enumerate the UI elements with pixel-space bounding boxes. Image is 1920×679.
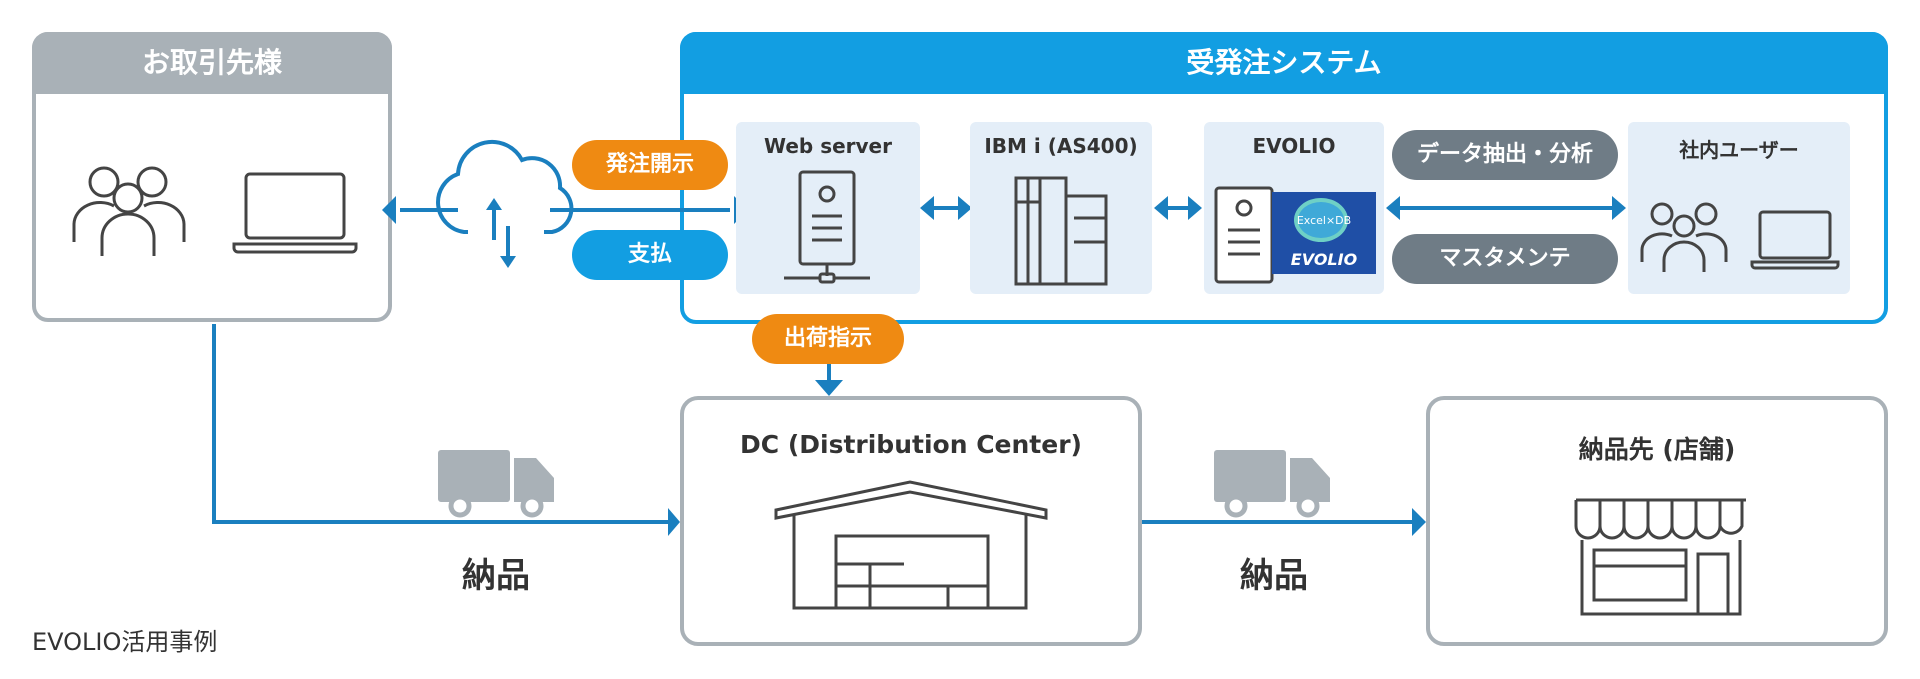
figure-caption: EVOLIO活用事例 — [32, 628, 218, 656]
warehouse-icon — [774, 480, 1048, 610]
ibm-i-component: IBM i (AS400) — [970, 122, 1152, 294]
mainframe-icon — [1014, 176, 1108, 286]
internal-users-label: 社内ユーザー — [1679, 138, 1799, 162]
evolio-server-icon — [1214, 186, 1274, 284]
dc-box: DC (Distribution Center) — [680, 396, 1142, 646]
people-icon — [72, 166, 186, 256]
delivery-label-2: 納品 — [1240, 556, 1308, 596]
evolio-logo-swirl — [1294, 198, 1348, 242]
web-to-dc-arrowhead — [815, 380, 843, 396]
dc-to-destination-arrowhead — [1412, 508, 1426, 536]
partner-title: お取引先様 — [32, 32, 392, 94]
order-disclosure-pill: 発注開示 — [572, 140, 728, 190]
web-server-component: Web server — [736, 122, 920, 294]
destination-box: 納品先 (店舗) — [1426, 396, 1888, 646]
internal-people-icon — [1640, 202, 1728, 272]
dc-title: DC (Distribution Center) — [740, 430, 1082, 459]
server-icon — [784, 170, 870, 284]
evolio-logo: Excel×DB EVOLIO — [1272, 192, 1376, 274]
order-system-title: 受発注システム — [680, 32, 1888, 94]
evolio-logo-wordmark: EVOLIO — [1290, 250, 1358, 269]
internal-laptop-icon — [1750, 210, 1840, 270]
web-server-label: Web server — [764, 134, 892, 158]
ibm-i-label: IBM i (AS400) — [984, 134, 1138, 158]
data-extraction-pill: データ抽出・分析 — [1392, 130, 1618, 180]
master-maintenance-pill: マスタメンテ — [1392, 234, 1618, 284]
partner-box: お取引先様 — [32, 32, 392, 322]
destination-title: 納品先 (店舗) — [1578, 435, 1736, 464]
store-icon — [1574, 498, 1746, 616]
evolio-component: EVOLIO Excel×DB EVOLIO — [1204, 122, 1384, 294]
partner-to-dc-connector — [212, 324, 668, 524]
delivery-label-1: 納品 — [462, 556, 530, 596]
payment-pill: 支払 — [572, 230, 728, 280]
partner-to-dc-arrowhead — [668, 508, 680, 536]
internal-users-component: 社内ユーザー — [1628, 122, 1850, 294]
evolio-label: EVOLIO — [1252, 134, 1336, 158]
shipping-instruction-pill: 出荷指示 — [752, 314, 904, 364]
evolio-logo-tagline: Excel×DB — [1296, 214, 1352, 227]
laptop-icon — [232, 172, 358, 254]
